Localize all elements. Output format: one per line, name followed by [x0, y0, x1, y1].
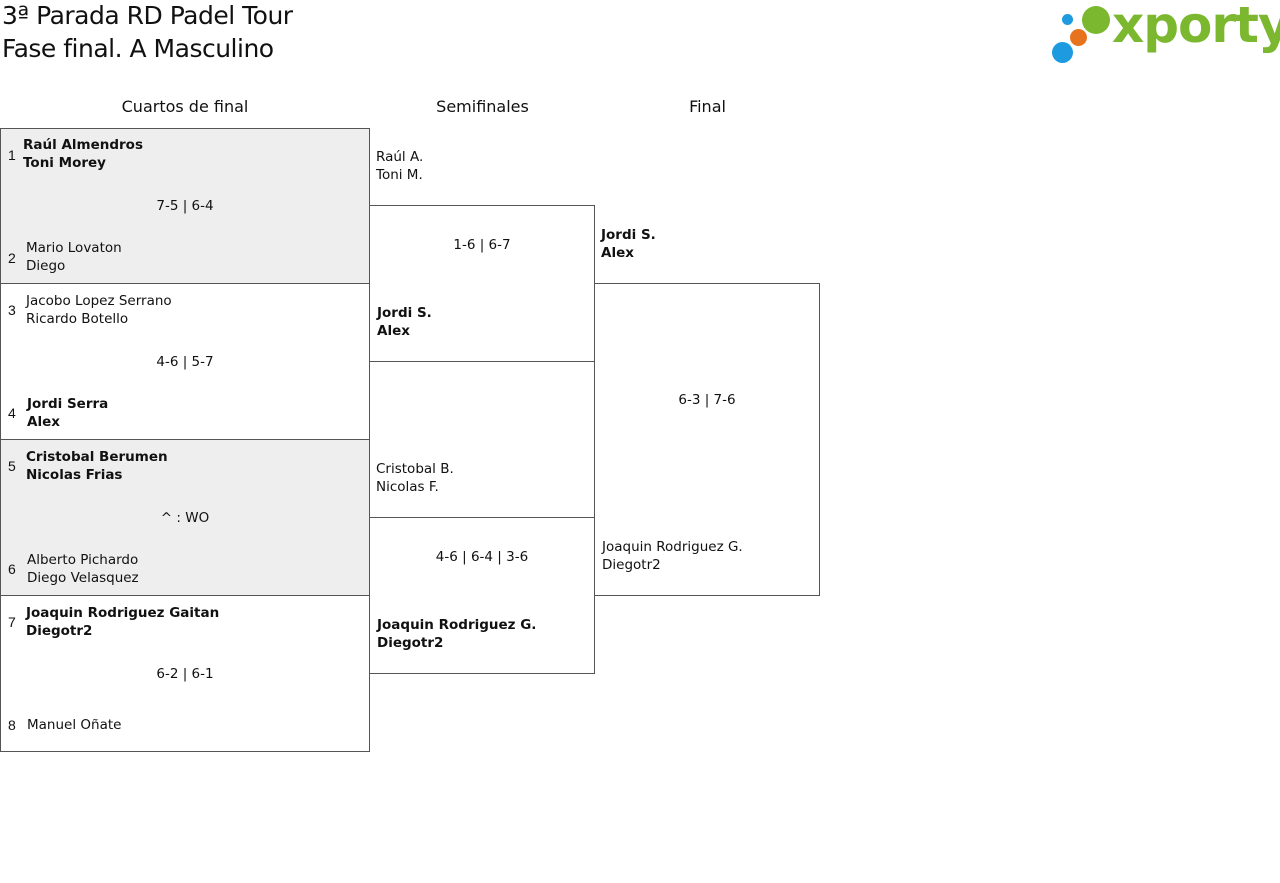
player-name: Nicolas F.: [376, 479, 439, 495]
logo-dot-blue-top: [1062, 14, 1073, 25]
semifinal-1-team-top[interactable]: Raúl A. Toni M.: [376, 148, 423, 184]
player-name: Diegotr2: [602, 557, 661, 573]
semifinal-2-team-top[interactable]: Cristobal B. Nicolas F.: [376, 460, 454, 496]
match-score: 4-6 | 5-7: [156, 354, 214, 370]
player-name: Joaquin Rodriguez G.: [602, 539, 743, 555]
player-name: Jordi S.: [601, 227, 656, 243]
team-entry[interactable]: Mario Lovaton Diego: [26, 239, 122, 275]
player-name: Toni M.: [376, 167, 423, 183]
player-name: Raúl A.: [376, 149, 424, 165]
semifinal-1-team-bottom[interactable]: Jordi S. Alex: [377, 304, 432, 340]
match-score: ^ : WO: [160, 510, 210, 526]
player-name: Alex: [601, 245, 634, 261]
team-entry[interactable]: Joaquin Rodriguez Gaitan Diegotr2: [26, 604, 219, 640]
player-name: Diego Velasquez: [27, 570, 139, 586]
player-name: Diegotr2: [377, 635, 444, 651]
column-header-semifinals: Semifinales: [436, 97, 529, 116]
seed-number: 8: [8, 717, 16, 733]
quarterfinal-match-3[interactable]: 5 Cristobal Berumen Nicolas Frias ^ : WO…: [0, 439, 370, 596]
page-title: 3ª Parada RD Padel Tour: [2, 1, 293, 30]
team-entry[interactable]: Manuel Oñate: [27, 716, 121, 734]
player-name: Toni Morey: [23, 155, 106, 171]
team-entry[interactable]: Jacobo Lopez Serrano Ricardo Botello: [26, 292, 172, 328]
player-name: Ricardo Botello: [26, 311, 129, 327]
semifinal-match-2[interactable]: 4-6 | 6-4 | 3-6 Joaquin Rodriguez G. Die…: [369, 517, 595, 674]
match-score: 6-3 | 7-6: [678, 392, 736, 408]
player-name: Raúl Almendros: [23, 137, 143, 153]
seed-number: 6: [8, 561, 16, 577]
final-team-bottom[interactable]: Joaquin Rodriguez G. Diegotr2: [602, 538, 743, 574]
quarterfinal-match-4[interactable]: 7 Joaquin Rodriguez Gaitan Diegotr2 6-2 …: [0, 595, 370, 752]
team-entry[interactable]: Cristobal Berumen Nicolas Frias: [26, 448, 168, 484]
quarterfinal-match-2[interactable]: 3 Jacobo Lopez Serrano Ricardo Botello 4…: [0, 283, 370, 440]
seed-number: 3: [8, 302, 16, 318]
logo-dot-green: [1082, 6, 1110, 34]
logo-dot-blue-bottom: [1052, 42, 1073, 63]
player-name: Joaquin Rodriguez G.: [377, 617, 537, 633]
seed-number: 5: [8, 458, 16, 474]
player-name: Cristobal Berumen: [26, 449, 168, 465]
player-name: Jacobo Lopez Serrano: [26, 293, 172, 309]
player-name: Manuel Oñate: [27, 717, 122, 733]
match-score: 1-6 | 6-7: [453, 237, 511, 253]
player-name: Cristobal B.: [376, 461, 454, 477]
player-name: Jordi S.: [377, 305, 432, 321]
seed-number: 2: [8, 250, 16, 266]
logo-text: xporty: [1112, 0, 1280, 54]
match-score: 4-6 | 6-4 | 3-6: [435, 549, 529, 565]
final-match[interactable]: 6-3 | 7-6 Joaquin Rodriguez G. Diegotr2: [594, 283, 820, 596]
player-name: Diegotr2: [26, 623, 93, 639]
team-entry[interactable]: Jordi Serra Alex: [27, 395, 108, 431]
player-name: Nicolas Frias: [26, 467, 123, 483]
seed-number: 4: [8, 405, 16, 421]
player-name: Alex: [377, 323, 410, 339]
page-subtitle: Fase final. A Masculino: [2, 34, 274, 63]
match-score: 7-5 | 6-4: [156, 198, 214, 214]
final-team-top[interactable]: Jordi S. Alex: [601, 226, 656, 262]
player-name: Alberto Pichardo: [27, 552, 139, 568]
player-name: Alex: [27, 414, 60, 430]
semifinal-2-team-bottom[interactable]: Joaquin Rodriguez G. Diegotr2: [377, 616, 536, 652]
logo-dot-orange: [1070, 29, 1087, 46]
xporty-logo[interactable]: xporty: [1050, 0, 1280, 66]
quarterfinal-match-1[interactable]: 1 Raúl Almendros Toni Morey 7-5 | 6-4 2 …: [0, 128, 370, 284]
player-name: Joaquin Rodriguez Gaitan: [26, 605, 220, 621]
match-score: 6-2 | 6-1: [156, 666, 214, 682]
column-header-quarterfinals: Cuartos de final: [121, 97, 249, 116]
player-name: Jordi Serra: [27, 396, 109, 412]
semifinal-match-1[interactable]: 1-6 | 6-7 Jordi S. Alex: [369, 205, 595, 362]
team-entry[interactable]: Alberto Pichardo Diego Velasquez: [27, 551, 139, 587]
column-header-final: Final: [689, 97, 726, 116]
seed-number: 7: [8, 614, 16, 630]
team-entry[interactable]: Raúl Almendros Toni Morey: [23, 136, 143, 172]
player-name: Diego: [26, 258, 66, 274]
player-name: Mario Lovaton: [26, 240, 122, 256]
seed-number: 1: [8, 147, 16, 163]
